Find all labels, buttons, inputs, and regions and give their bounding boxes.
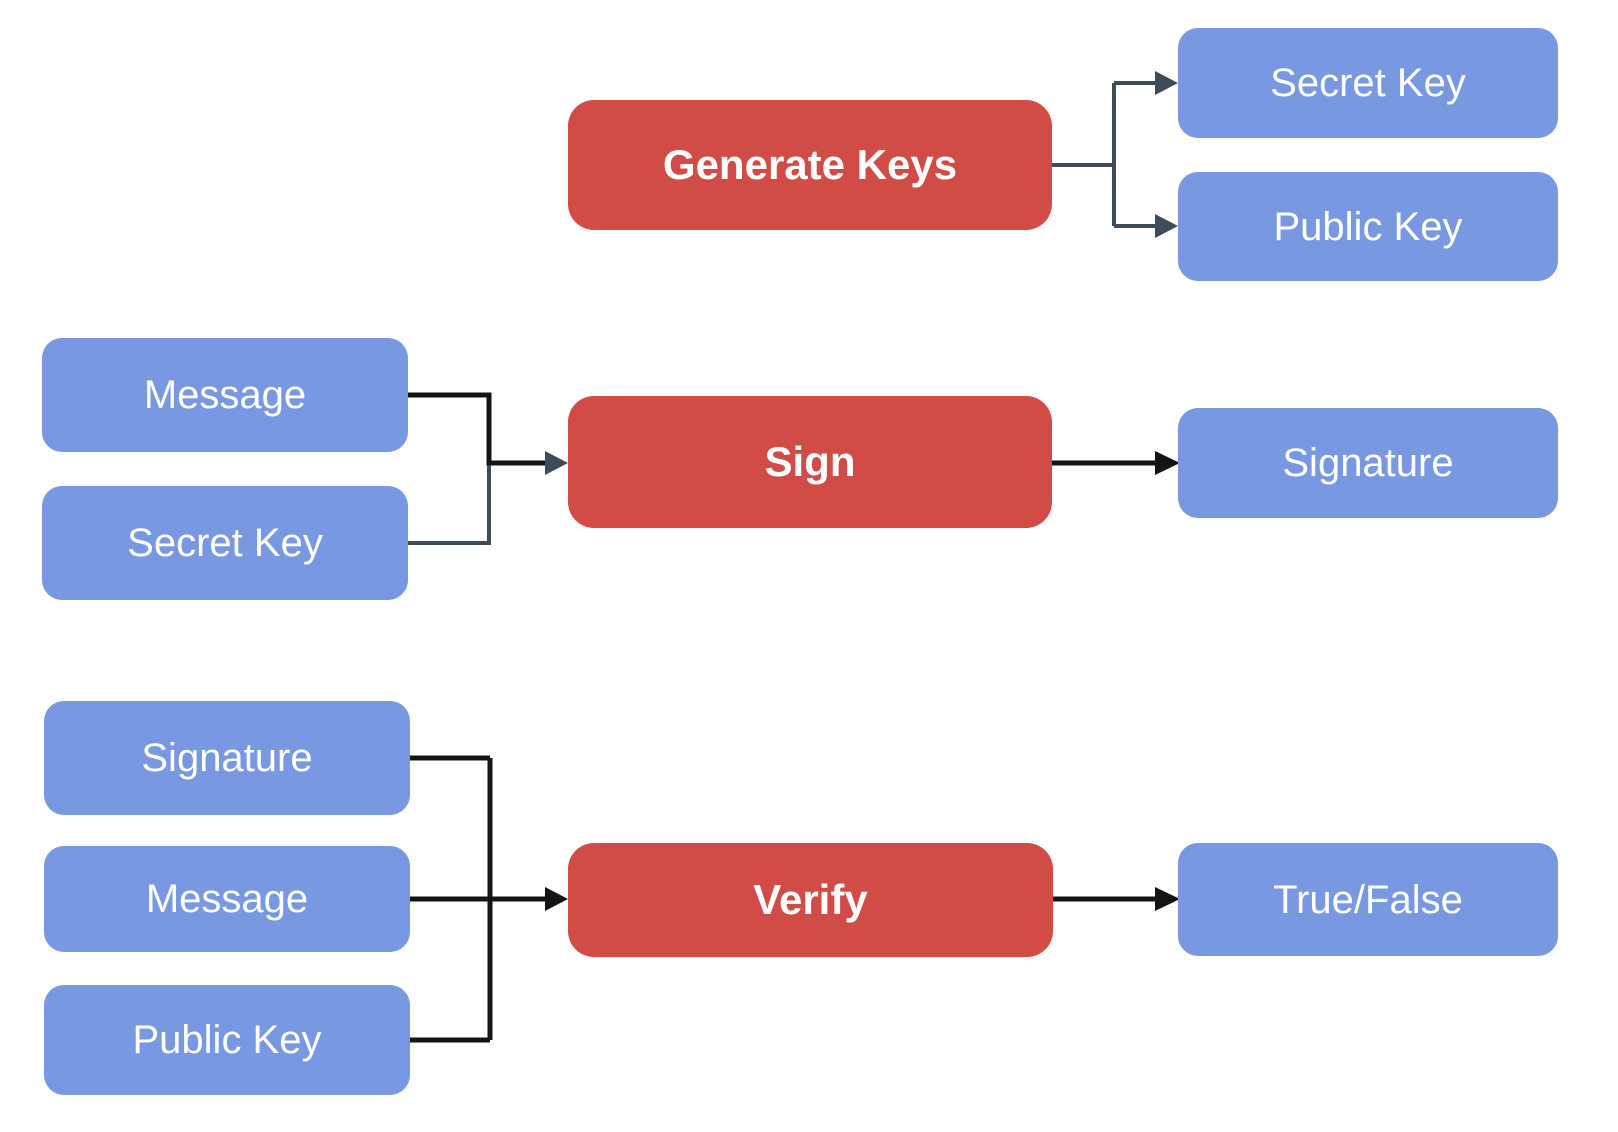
node-secret-key-output: Secret Key bbox=[1178, 28, 1558, 138]
node-label: Secret Key bbox=[127, 521, 323, 565]
arrowhead-sign-input-icon bbox=[545, 451, 568, 475]
node-message-sign-input: Message bbox=[42, 338, 408, 452]
arrowhead-signature-icon bbox=[1155, 451, 1180, 475]
node-label: Public Key bbox=[132, 1018, 322, 1062]
node-label: Generate Keys bbox=[662, 140, 958, 188]
node-label: Signature bbox=[1282, 441, 1454, 485]
arrowhead-public-key-icon bbox=[1155, 214, 1178, 238]
node-label: True/False bbox=[1273, 877, 1463, 922]
node-secret-key-sign-input: Secret Key bbox=[42, 486, 408, 600]
node-label: Verify bbox=[753, 875, 868, 923]
node-label: Message bbox=[143, 373, 307, 417]
connector-message-to-sign bbox=[408, 392, 548, 466]
node-signature-verify-input: Signature bbox=[44, 701, 410, 815]
arrowhead-secret-key-icon bbox=[1155, 71, 1178, 95]
arrowhead-true-false-icon bbox=[1155, 887, 1180, 911]
node-sign: Sign bbox=[568, 396, 1052, 528]
node-public-key-output: Public Key bbox=[1178, 172, 1558, 281]
node-generate-keys: Generate Keys bbox=[568, 100, 1052, 230]
node-message-verify-input: Message bbox=[44, 846, 410, 952]
node-verify: Verify bbox=[568, 843, 1053, 957]
node-true-false-output: True/False bbox=[1178, 843, 1558, 956]
node-label: Sign bbox=[764, 437, 856, 485]
node-public-key-verify-input: Public Key bbox=[44, 985, 410, 1095]
node-label: Secret Key bbox=[1270, 61, 1466, 105]
node-label: Signature bbox=[141, 736, 313, 780]
node-signature-output: Signature bbox=[1178, 408, 1558, 518]
connector-secret-key-to-sign-bus bbox=[408, 464, 491, 545]
arrowhead-verify-input-icon bbox=[545, 887, 568, 911]
node-label: Public Key bbox=[1273, 204, 1463, 249]
node-label: Message bbox=[145, 877, 309, 921]
